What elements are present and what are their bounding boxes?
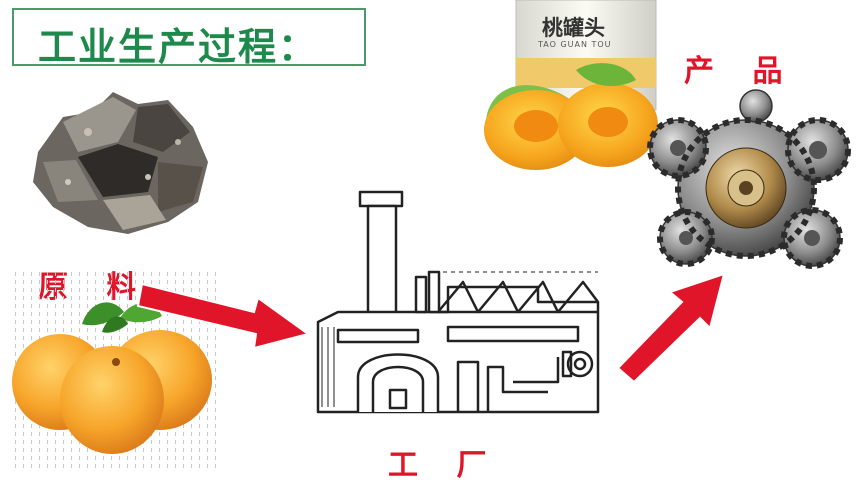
peach-fruit-image xyxy=(12,272,218,472)
can-brand: 桃罐头 xyxy=(542,16,605,40)
factory-label: 工 厂 xyxy=(388,448,501,483)
can-brand-pinyin: TAO GUAN TOU xyxy=(538,40,612,49)
factory-line-drawing xyxy=(316,190,600,414)
canned-peach-image xyxy=(484,0,658,170)
arrow-up-right-icon xyxy=(616,272,726,382)
product-label: 产 品 xyxy=(684,54,797,89)
gears-image xyxy=(647,89,851,269)
page-title: 工业生产过程： xyxy=(38,25,319,69)
ore-rock-image xyxy=(33,92,208,234)
arrow-right-icon xyxy=(136,282,311,350)
title-box: 工业生产过程： xyxy=(12,8,366,69)
